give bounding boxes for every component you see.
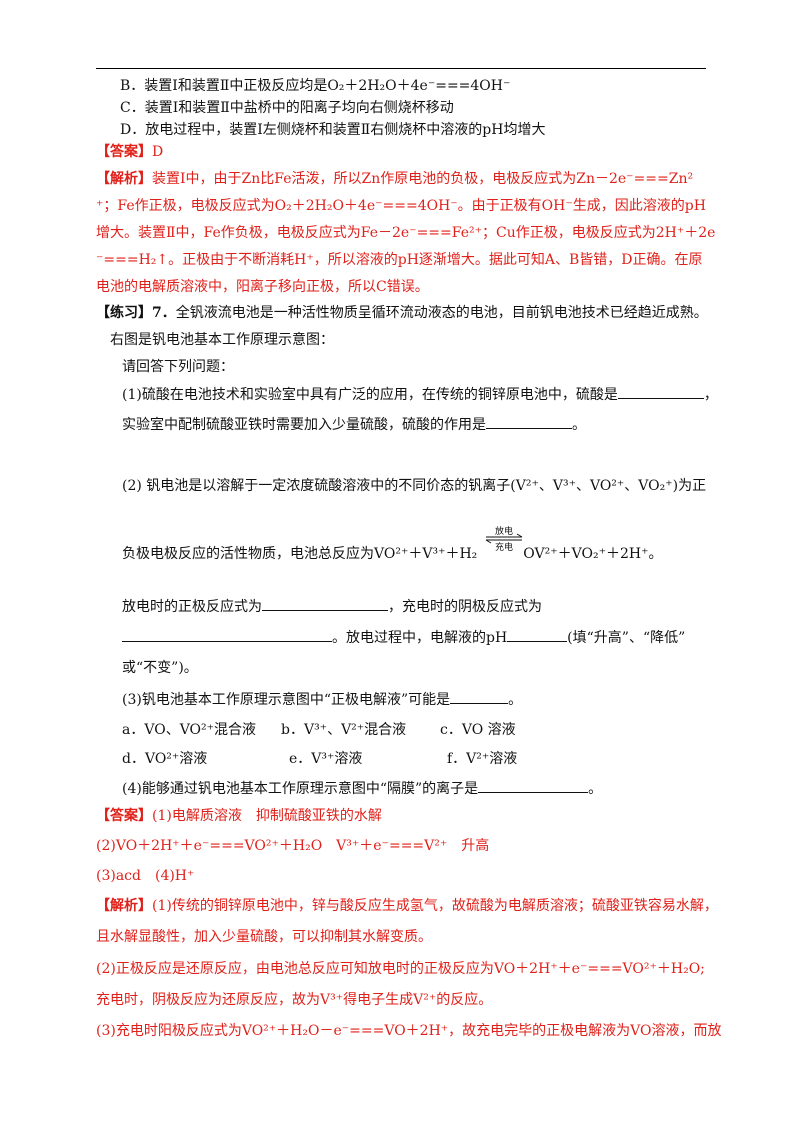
analysis-2-line-5: (3)充电时阳极反应式为VO²⁺＋H₂O－e⁻===VO＋2H⁺，故充电完毕的正… bbox=[96, 1023, 722, 1039]
question-3: (3)钒电池基本工作原理示意图中“正极电解液”可能是。 bbox=[122, 689, 522, 710]
analysis-label: 【解析】 bbox=[96, 898, 152, 914]
exercise-prompt: 请回答下列问题： bbox=[122, 359, 234, 375]
blank-1[interactable] bbox=[617, 384, 704, 399]
exercise-title: 【练习】7．全钒液流电池是一种活性物质呈循环流动液态的电池，目前钒电池技术已经趋… bbox=[96, 303, 708, 323]
question-1a: (1)硫酸在电池技术和实验室中具有广泛的应用，在传统的铜锌原电池中，硫酸是， bbox=[122, 384, 718, 405]
option-c: C．装置Ⅰ和装置Ⅱ中盐桥中的阳离子均向右侧烧杯移动 bbox=[120, 100, 454, 116]
option-b2: b．V³⁺、V²⁺混合液 bbox=[281, 722, 407, 738]
blank-3[interactable] bbox=[262, 596, 388, 611]
option-d2: d．VO²⁺溶液 bbox=[122, 751, 208, 767]
analysis-text: 装置Ⅰ中，由于Zn比Fe活泼，所以Zn作原电池的负极，电极反应式为Zn－2e⁻=… bbox=[152, 171, 694, 187]
option-d: D．放电过程中，装置Ⅰ左侧烧杯和装置Ⅱ右侧烧杯中溶液的pH均增大 bbox=[120, 122, 546, 138]
question-1b: 实验室中配制硫酸亚铁时需要加入少量硫酸，硫酸的作用是。 bbox=[122, 414, 586, 435]
analysis-1-line-1: 【解析】装置Ⅰ中，由于Zn比Fe活泼，所以Zn作原电池的负极，电极反应式为Zn－… bbox=[96, 169, 693, 189]
answer-label: 【答案】 bbox=[96, 808, 152, 824]
analysis-2-line-4: 充电时，阴极反应为还原反应，故为V³⁺得电子生成V²⁺的反应。 bbox=[96, 992, 493, 1008]
question-2d: 。放电过程中，电解液的pH(填“升高”、“降低” bbox=[122, 627, 685, 648]
option-b: B．装置Ⅰ和装置Ⅱ中正极反应均是O₂＋2H₂O＋4e⁻===4OH⁻ bbox=[120, 78, 511, 94]
option-c2: c．VO 溶液 bbox=[440, 722, 516, 738]
answer-label: 【答案】 bbox=[96, 144, 152, 160]
blank-4[interactable] bbox=[122, 627, 332, 642]
question-2e: 或“不变”)。 bbox=[122, 660, 198, 676]
analysis-2-line-1: 【解析】(1)传统的铜锌原电池中，锌与酸反应生成氢气，故硫酸为电解质溶液；硫酸亚… bbox=[96, 898, 718, 914]
question-4: (4)能够通过钒电池基本工作原理示意图中“隔膜”的离子是。 bbox=[122, 778, 602, 799]
question-2c: 放电时的正极反应式为，充电时的阴极反应式为 bbox=[122, 596, 542, 617]
exercise-intro: 全钒液流电池是一种活性物质呈循环流动液态的电池，目前钒电池技术已经趋近成熟。 bbox=[175, 305, 708, 321]
option-e: e．V³⁺溶液 bbox=[289, 751, 363, 767]
analysis-2-line-2: 且水解显酸性，加入少量硫酸，可以抑制其水解变质。 bbox=[96, 929, 432, 945]
question-2a: (2) 钒电池是以溶解于一定浓度硫酸溶液中的不同价态的钒离子(V²⁺、V³⁺、V… bbox=[122, 478, 707, 494]
answer-2-line-2: (2)VO＋2H⁺＋e⁻===VO²⁺＋H₂O V³⁺＋e⁻===V²⁺ 升高 bbox=[96, 838, 490, 854]
reversible-arrow-icon: 放电 充电 bbox=[485, 525, 523, 551]
option-a: a．VO、VO²⁺混合液 bbox=[122, 722, 257, 738]
blank-2[interactable] bbox=[486, 414, 572, 429]
arrow-bottom-label: 充电 bbox=[495, 541, 513, 551]
exercise-intro-2: 右图是钒电池基本工作原理示意图： bbox=[110, 332, 334, 348]
analysis-1-line-5: 电池的电解质溶液中，阳离子移向正极，所以C错误。 bbox=[96, 279, 429, 295]
blank-5[interactable] bbox=[507, 627, 568, 642]
answer-2-line-3: (3)acd (4)H⁺ bbox=[96, 868, 195, 884]
exercise-label: 【练习】7． bbox=[96, 305, 176, 321]
header-rule bbox=[96, 68, 706, 69]
answer-2-line-1: 【答案】(1)电解质溶液 抑制硫酸亚铁的水解 bbox=[96, 808, 382, 824]
blank-7[interactable] bbox=[478, 778, 589, 793]
analysis-1-line-3: 增大。装置Ⅱ中，Fe作负极，电极反应式为Fe－2e⁻===Fe²⁺；Cu作正极，… bbox=[96, 225, 716, 241]
analysis-1-line-2: ⁺；Fe作正极，电极反应式为O₂＋2H₂O＋4e⁻===4OH⁻。由于正极有OH… bbox=[96, 198, 706, 214]
option-f: f．V²⁺溶液 bbox=[447, 751, 518, 767]
arrow-top-label: 放电 bbox=[495, 525, 513, 537]
answer-1: 【答案】D bbox=[96, 142, 163, 162]
analysis-label: 【解析】 bbox=[96, 171, 152, 187]
blank-6[interactable] bbox=[450, 689, 509, 704]
analysis-2-line-3: (2)正极反应是还原反应，由电池总反应可知放电时的正极反应为VO＋2H⁺＋e⁻=… bbox=[96, 961, 705, 977]
analysis-1-line-4: ⁻===H₂↑。正极由于不断消耗H⁺，所以溶液的pH逐渐增大。据此可知A、B皆错… bbox=[96, 252, 703, 268]
answer-value: D bbox=[152, 144, 164, 160]
